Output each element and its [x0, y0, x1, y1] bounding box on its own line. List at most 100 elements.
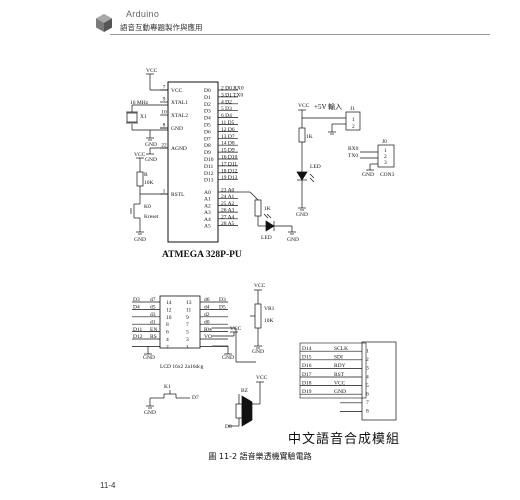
k0-label: K0 [144, 204, 151, 210]
lcd-left-pin-num: 10 [166, 315, 172, 321]
power-input-label: +5V 輸入 [314, 102, 342, 111]
vcc-label-bz: VCC [256, 375, 268, 381]
mcu-d-pin-net: 13 D7 [221, 134, 235, 140]
mcu-left-pin-label: XTAL2 [171, 113, 188, 119]
speech-module-net: D15 [302, 355, 312, 361]
speech-module-pin-num: 8 [366, 409, 369, 415]
mcu-d-pin-net: 6 D4 [221, 113, 232, 119]
con3-label: CON3 [380, 172, 395, 178]
speech-module-net: D19 [302, 389, 312, 395]
mcu-chip-name: ATMEGA 328P-PU [162, 250, 242, 260]
mcu-d-pin-net: 14 D8 [221, 141, 235, 147]
gnd-label-reset: GND [134, 237, 146, 243]
lcd-left-pin-label: d1 [150, 319, 156, 325]
mcu-d-pin-label: D4 [204, 116, 211, 122]
power-led-label: LED [310, 164, 321, 170]
lcd-left-pin-num: 14 [166, 300, 172, 306]
mcu-d-pin-label: D8 [204, 143, 211, 149]
vcc-label: VCC [146, 68, 158, 74]
lcd-left-pin-num: 4 [166, 337, 169, 343]
figure-caption: 圖 11-2 語音樂透機實驗電路 [208, 452, 312, 461]
mcu-left-pin-label: RSTL [171, 192, 185, 198]
lcd-right-pin-num: 9 [186, 315, 189, 321]
mcu-a-pin-net: 28 A5 [221, 221, 235, 227]
k1-label: K1 [164, 384, 171, 390]
mcu-d-pin-net: 16 D10 [221, 155, 238, 161]
mcu-d-pin-net: 5 D3 [221, 106, 232, 112]
a0-led-label: LED [261, 235, 272, 241]
j1-label: J1 [350, 106, 355, 112]
vcc-symbol [146, 73, 168, 91]
mcu-d-pin-net: 15 D9 [221, 148, 235, 154]
crystal-x1 [126, 104, 168, 141]
page-number: 11-4 [100, 481, 116, 490]
k1-net-label: D7 [192, 395, 199, 401]
mcu-left-pin-label: VCC [171, 88, 183, 94]
a0-led-circuit [238, 191, 296, 235]
lcd-right-pin-label: d6 [204, 297, 210, 303]
mcu-d-pin-label: D1 [204, 95, 211, 101]
speech-module-signal: RDY [334, 363, 346, 369]
speech-module-signal: GND [334, 389, 346, 395]
mcu-d-pin-net: 3 D1 TX0 [221, 92, 243, 98]
kreset-label: Kreset [144, 214, 159, 220]
lcd-left-pin-label: d5 [150, 305, 156, 311]
speech-module-signal: SCLK [334, 346, 348, 352]
j0-pin-1: 1 [384, 148, 387, 154]
gnd-label-led: GND [287, 237, 299, 243]
mcu-a-pin-net: 27 A4 [221, 214, 235, 220]
mcu-a-pin-label: A4 [204, 217, 211, 223]
speech-module-signal: SDI [334, 355, 343, 361]
mcu-a-pin-net: 26 A3 [221, 208, 235, 214]
mcu-d-pin-label: D0 [204, 88, 211, 94]
speech-module-pin-num: 5 [366, 383, 369, 389]
vcc-label-power: VCC [298, 103, 310, 109]
lcd-right-pin-label: VO [204, 334, 212, 340]
gnd-label-lcd: GND [143, 355, 155, 361]
mcu-left-pin-num: 7 [163, 85, 166, 91]
lcd-right-pin-label: RW [204, 327, 213, 333]
lcd-left-pin-label: d7 [150, 297, 156, 303]
mcu-left-pin-num: 9 [163, 97, 166, 103]
mcu-left-pin-label: XTAL1 [171, 100, 188, 106]
vr1-label: VR1 [264, 306, 275, 312]
buzzer-bz [228, 381, 264, 427]
mcu-a-pin-net: 25 A2 [221, 201, 235, 207]
lcd-left-pin-num: 12 [166, 307, 172, 313]
lcd-right-pin-num: 13 [186, 300, 192, 306]
mcu-d-pin-label: D3 [204, 109, 211, 115]
speech-module-pin-num: 6 [366, 392, 369, 398]
mcu-left-pin-num: 1 [163, 189, 166, 195]
mcu-d-pin-net: 12 D6 [221, 127, 235, 133]
reset-circuit [130, 157, 168, 235]
j0-pin-3: 3 [384, 160, 387, 166]
gnd-agnd [146, 147, 168, 155]
lcd-left-net: D11 [133, 327, 143, 333]
mcu-d-pin-label: D7 [204, 136, 211, 142]
speech-module-pin-num: 3 [366, 366, 369, 372]
lcd-right-pin-label: d4 [204, 305, 210, 311]
mcu-d-pin-net: 19 D13 [221, 175, 238, 181]
lcd-left-pin-num: 6 [166, 330, 169, 336]
mcu-left-pin-label: GND [171, 126, 183, 132]
lcd-right-pin-num: 11 [186, 307, 192, 313]
speech-module-net: D18 [302, 380, 312, 386]
speech-module-net: D17 [302, 372, 312, 378]
a0-resistor-label: 1K [264, 206, 271, 212]
mcu-a-pin-label: A1 [204, 197, 211, 203]
lcd-power-wiring [144, 289, 262, 363]
lcd-left-pin-num: 8 [166, 322, 169, 328]
lcd-left-pin-num: 2 [166, 344, 169, 350]
mcu-a-pin-label: A0 [204, 190, 211, 196]
gnd-label-k1: GND [144, 410, 156, 416]
mcu-d-pin-net: 18 D12 [221, 168, 238, 174]
header-rule [110, 34, 490, 35]
mcu-left-pin-num: 10 [161, 110, 167, 116]
mcu-a-pin-net: 24 A1 [221, 194, 235, 200]
j1-pin-2: 2 [352, 124, 355, 130]
lcd-left-net: D12 [133, 334, 143, 340]
